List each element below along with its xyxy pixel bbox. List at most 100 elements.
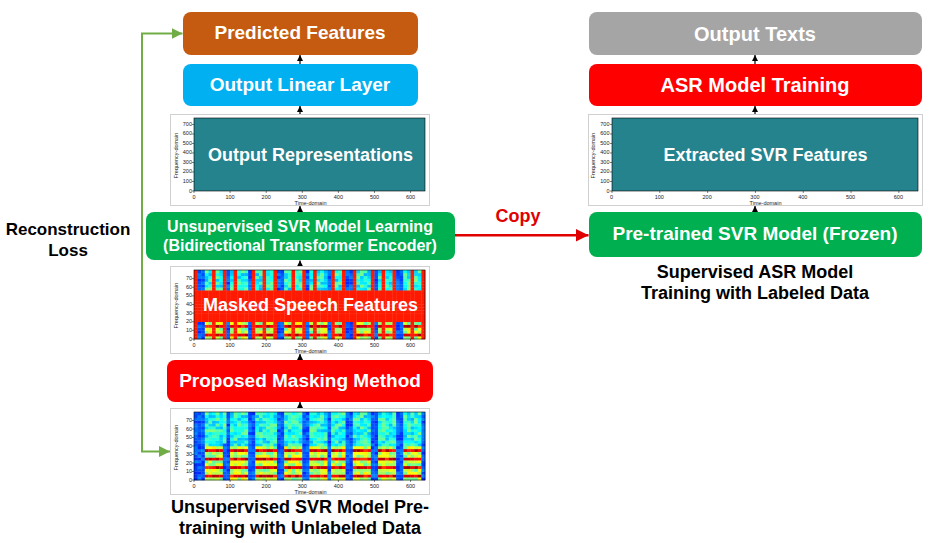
spectrogram-cell	[226, 319, 230, 322]
spectrogram-cell	[216, 282, 220, 285]
spectrogram-cell	[226, 466, 230, 469]
spectrogram-cell	[281, 325, 285, 328]
spectrogram-cell	[328, 316, 332, 319]
spectrogram-cell	[266, 287, 270, 290]
spectrogram-cell	[418, 322, 422, 325]
spectrogram-cell	[212, 290, 216, 293]
spectrogram-cell	[216, 325, 220, 328]
spectrogram-cell	[338, 322, 342, 325]
spectrogram-cell	[208, 449, 212, 452]
spectrogram-cell	[245, 435, 249, 438]
spectrogram-cell	[324, 276, 328, 279]
spectrogram-cell	[324, 284, 328, 287]
spectrogram-cell	[288, 322, 292, 325]
spectrogram-cell	[263, 284, 267, 287]
spectrogram-cell	[382, 270, 386, 273]
spectrogram-cell	[241, 287, 245, 290]
spectrogram-cell	[237, 282, 241, 285]
spectrogram-cell	[237, 325, 241, 328]
spectrogram-cell	[234, 432, 238, 435]
spectrogram-cell	[241, 284, 245, 287]
spectrogram-cell	[241, 463, 245, 466]
tick-label: 100	[173, 178, 192, 185]
tick-mark	[266, 191, 267, 193]
spectrogram-cell	[338, 282, 342, 285]
spectrogram-cell	[252, 290, 256, 293]
spectrogram-cell	[198, 446, 202, 449]
tick-label: 200	[256, 342, 276, 349]
spectrogram-cell	[403, 276, 407, 279]
spectrogram-cell	[216, 460, 220, 463]
spectrogram-cell	[335, 319, 339, 322]
spectrogram-cell	[346, 325, 350, 328]
spectrogram-cell	[403, 316, 407, 319]
spectrogram-cell	[245, 287, 249, 290]
spectrogram-cell	[273, 322, 277, 325]
spectrogram-cell	[374, 319, 378, 322]
spectrogram-cell	[403, 319, 407, 322]
spectrogram-cell	[245, 290, 249, 293]
spectrogram-cell	[364, 325, 368, 328]
spectrogram-cell	[223, 325, 227, 328]
plot-frame	[194, 270, 425, 339]
spectrogram-cell	[223, 270, 227, 273]
spectrogram-cell	[216, 276, 220, 279]
spectrogram-cell	[364, 279, 368, 282]
spectrogram-cell	[364, 322, 368, 325]
spectrogram-cell	[385, 330, 389, 333]
spectrogram-cell	[259, 273, 263, 276]
spectrogram-cell	[245, 469, 249, 472]
spectrogram-cell	[360, 282, 364, 285]
spectrogram-cell	[237, 440, 241, 443]
spectrogram-cell	[216, 273, 220, 276]
spectrogram-cell	[281, 276, 285, 279]
spectrogram-cell	[389, 328, 393, 331]
spectrogram-cell	[216, 415, 220, 418]
spectrogram-cell	[295, 284, 299, 287]
spectrogram-cell	[219, 440, 223, 443]
spectrogram-cell	[310, 322, 314, 325]
spectrogram-cell	[270, 319, 274, 322]
spectrogram-cell	[302, 279, 306, 282]
spectrogram-cell	[411, 333, 415, 336]
spectrogram-cell	[317, 322, 321, 325]
spectrogram-cell	[349, 328, 353, 331]
spectrogram-cell	[237, 284, 241, 287]
spectrogram-cell	[378, 319, 382, 322]
spectrogram-cell	[198, 284, 202, 287]
tick-mark	[192, 124, 194, 125]
axis-label: Frequency-domain	[173, 271, 180, 340]
spectrogram-cell	[252, 287, 256, 290]
spectrogram-cell	[245, 418, 249, 421]
flow-arrow	[299, 106, 300, 114]
spectrogram-cell	[201, 279, 205, 282]
spectrogram-cell	[223, 328, 227, 331]
spectrogram-cell	[324, 330, 328, 333]
spectrogram-cell	[389, 316, 393, 319]
spectrogram-cell	[400, 276, 404, 279]
spectrogram-cell	[205, 452, 209, 455]
spectrogram-cell	[353, 322, 357, 325]
spectrogram-cell	[223, 435, 227, 438]
spectrogram-cell	[198, 449, 202, 452]
tick-label: 600	[173, 130, 192, 137]
spectrogram-cell	[378, 328, 382, 331]
spectrogram-cell	[194, 438, 198, 441]
spectrogram-cell	[346, 273, 350, 276]
spectrogram-cell	[378, 316, 382, 319]
spectrogram-cell	[212, 469, 216, 472]
spectrogram-cell	[338, 284, 342, 287]
spectrogram-cell	[237, 460, 241, 463]
spectrogram-cell	[230, 474, 234, 477]
spectrogram-cell	[252, 333, 256, 336]
spectrogram-cell	[418, 330, 422, 333]
spectrogram-cell	[320, 322, 324, 325]
spectrogram-cell	[237, 421, 241, 424]
spectrogram-cell	[310, 276, 314, 279]
spectrogram-cell	[382, 319, 386, 322]
spectrogram-cell	[288, 279, 292, 282]
spectrogram-cell	[270, 287, 274, 290]
spectrogram-cell	[346, 284, 350, 287]
spectrogram-cell	[245, 423, 249, 426]
